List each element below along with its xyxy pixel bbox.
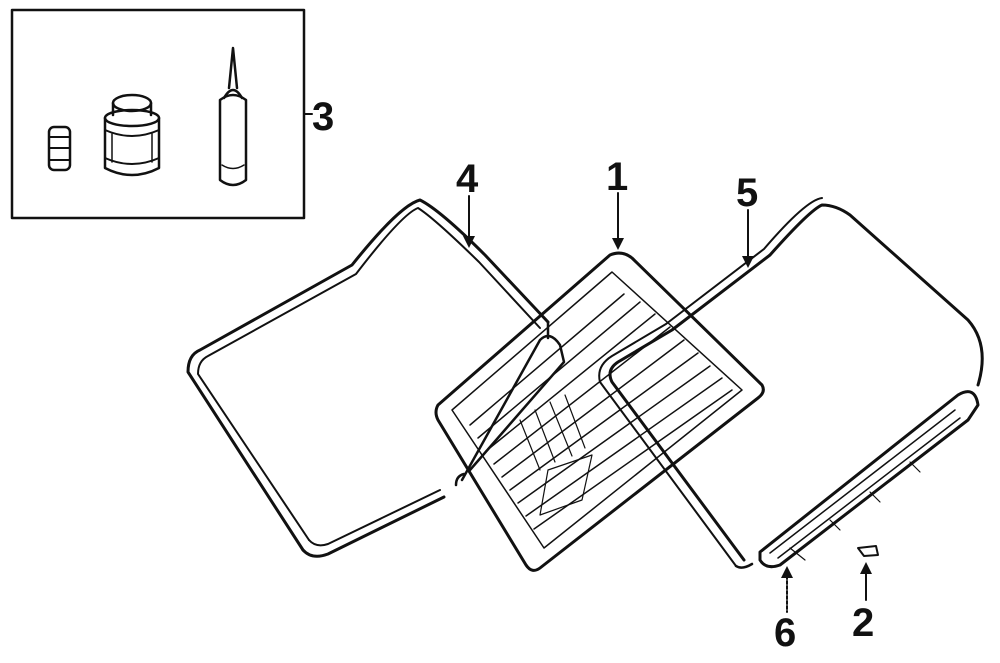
arrow-2-icon bbox=[860, 562, 872, 574]
arrow-6-icon bbox=[781, 566, 793, 578]
kit-box-frame bbox=[10, 8, 306, 220]
callout-6: 6 bbox=[774, 611, 796, 655]
arrow-4-icon bbox=[463, 236, 475, 248]
callout-leaders bbox=[463, 192, 872, 613]
callout-4: 4 bbox=[456, 157, 479, 201]
callout-5: 5 bbox=[736, 171, 758, 215]
lower-strip-part-6 bbox=[758, 390, 980, 569]
back-glass-part-1 bbox=[434, 251, 765, 572]
clip-part-2 bbox=[857, 545, 879, 557]
callout-3: 3 bbox=[312, 95, 334, 139]
molding-left-part-4 bbox=[186, 198, 550, 558]
molding-right-part-5 bbox=[598, 197, 984, 569]
callout-1: 1 bbox=[606, 155, 628, 199]
arrow-1-icon bbox=[612, 238, 624, 250]
adhesive-kit-group bbox=[10, 8, 313, 220]
callout-numbers: 3 4 1 5 6 2 bbox=[312, 95, 874, 655]
callout-2: 2 bbox=[852, 601, 874, 645]
primer-bottle-icon bbox=[47, 125, 72, 172]
sealant-cartridge-icon bbox=[218, 46, 248, 187]
adhesive-jar-icon bbox=[103, 93, 161, 177]
arrow-5-icon bbox=[742, 256, 754, 268]
